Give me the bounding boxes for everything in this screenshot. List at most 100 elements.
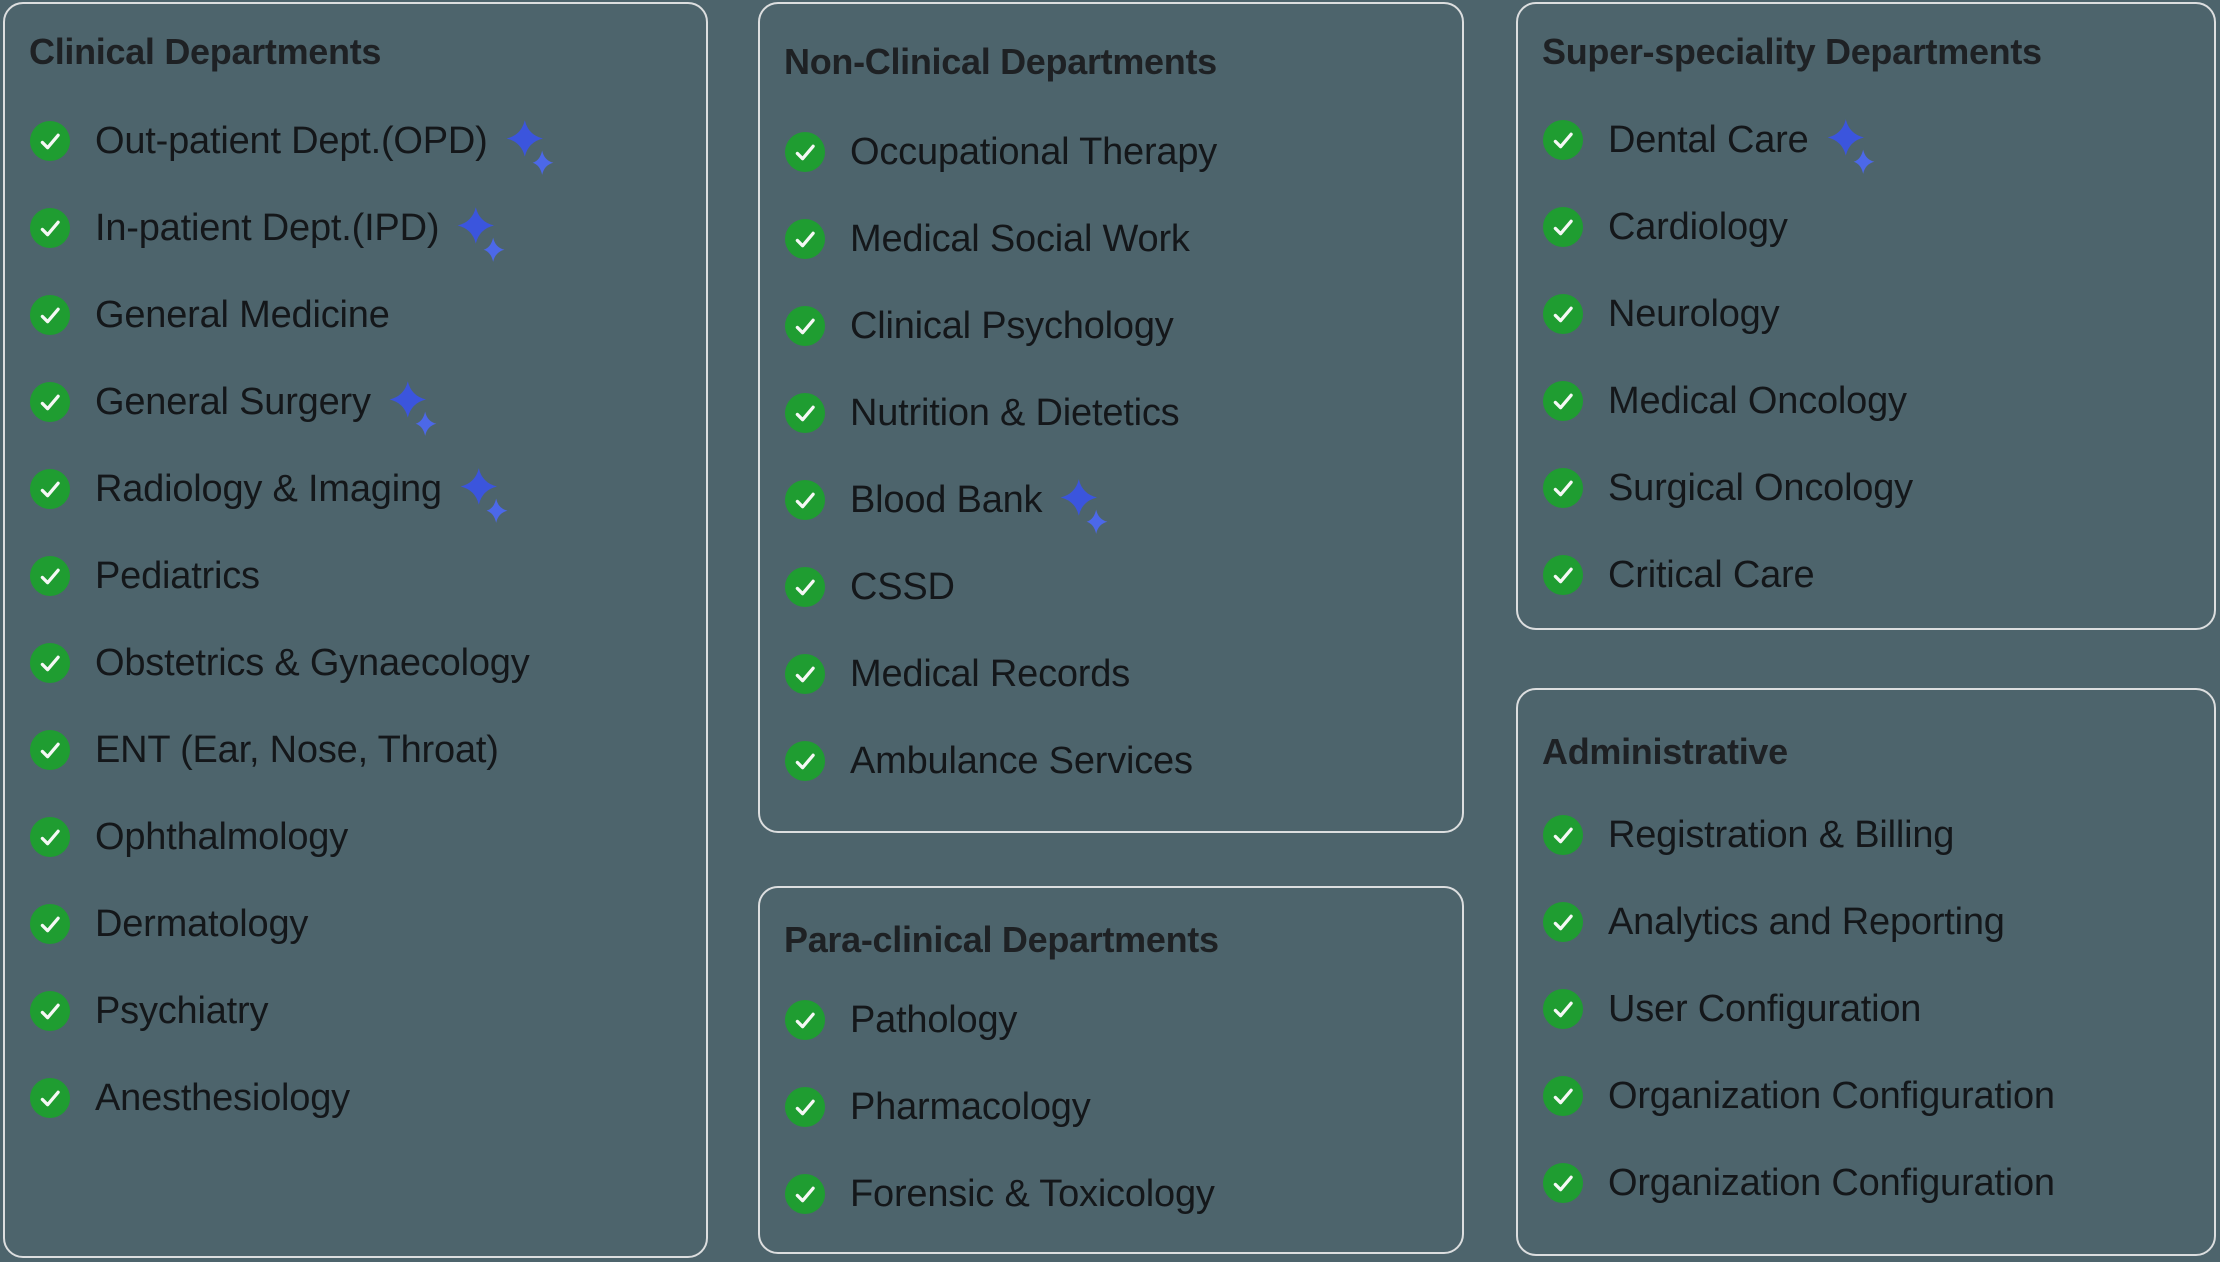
department-label: CSSD: [850, 566, 955, 608]
check-circle-icon: [784, 653, 826, 695]
department-label: Radiology & Imaging: [95, 468, 442, 510]
department-item: Ophthalmology: [29, 815, 682, 859]
department-item: Out-patient Dept.(OPD): [29, 119, 682, 175]
check-circle-icon: [784, 479, 826, 521]
department-item: General Surgery: [29, 380, 682, 436]
department-label: ENT (Ear, Nose, Throat): [95, 729, 499, 771]
department-label: Pathology: [850, 999, 1018, 1041]
department-item: Pharmacology: [784, 1085, 1438, 1129]
check-circle-icon: [784, 566, 826, 608]
card-para-clinical-departments: Para-clinical Departments Pathology Phar…: [758, 886, 1464, 1254]
check-circle-icon: [1542, 206, 1584, 248]
department-item: Pediatrics: [29, 554, 682, 598]
department-label: Occupational Therapy: [850, 131, 1218, 173]
department-item: Blood Bank: [784, 478, 1438, 534]
check-circle-icon: [29, 120, 71, 162]
department-item: Cardiology: [1542, 205, 2190, 249]
department-item: Forensic & Toxicology: [784, 1172, 1438, 1216]
department-list: Dental Care Cardiology Neurology: [1542, 118, 2190, 597]
check-circle-icon: [784, 740, 826, 782]
department-item: Anesthesiology: [29, 1076, 682, 1120]
check-circle-icon: [1542, 380, 1584, 422]
department-item: Dental Care: [1542, 118, 2190, 174]
department-item: Obstetrics & Gynaecology: [29, 641, 682, 685]
check-circle-icon: [784, 218, 826, 260]
check-circle-icon: [29, 642, 71, 684]
department-label: Ophthalmology: [95, 816, 348, 858]
check-circle-icon: [784, 999, 826, 1041]
department-item: Organization Configuration: [1542, 1161, 2190, 1205]
check-circle-icon: [29, 555, 71, 597]
check-circle-icon: [1542, 901, 1584, 943]
department-label: Out-patient Dept.(OPD): [95, 120, 488, 162]
department-list: Pathology Pharmacology Forensic & Toxico…: [784, 998, 1438, 1216]
check-circle-icon: [784, 131, 826, 173]
department-label: In-patient Dept.(IPD): [95, 207, 440, 249]
department-item: Registration & Billing: [1542, 813, 2190, 857]
department-label: Cardiology: [1608, 206, 1788, 248]
check-circle-icon: [784, 305, 826, 347]
department-label: Organization Configuration: [1608, 1075, 2055, 1117]
department-label: Obstetrics & Gynaecology: [95, 642, 530, 684]
check-circle-icon: [29, 381, 71, 423]
department-label: Neurology: [1608, 293, 1780, 335]
department-label: Psychiatry: [95, 990, 269, 1032]
check-circle-icon: [1542, 988, 1584, 1030]
department-item: Organization Configuration: [1542, 1074, 2190, 1118]
department-list: Occupational Therapy Medical Social Work…: [784, 130, 1438, 783]
department-item: Medical Records: [784, 652, 1438, 696]
department-item: General Medicine: [29, 293, 682, 337]
check-circle-icon: [29, 1077, 71, 1119]
check-circle-icon: [1542, 554, 1584, 596]
card-non-clinical-departments: Non-Clinical Departments Occupational Th…: [758, 2, 1464, 833]
department-label: Medical Records: [850, 653, 1130, 695]
department-item: In-patient Dept.(IPD): [29, 206, 682, 262]
check-circle-icon: [29, 729, 71, 771]
check-circle-icon: [784, 392, 826, 434]
department-item: ENT (Ear, Nose, Throat): [29, 728, 682, 772]
check-circle-icon: [1542, 119, 1584, 161]
department-label: Surgical Oncology: [1608, 467, 1913, 509]
check-circle-icon: [1542, 1162, 1584, 1204]
check-circle-icon: [1542, 293, 1584, 335]
card-title: Administrative: [1542, 731, 1788, 772]
check-circle-icon: [29, 990, 71, 1032]
sparkles-icon: [458, 467, 510, 525]
department-label: Forensic & Toxicology: [850, 1173, 1215, 1215]
department-item: Ambulance Services: [784, 739, 1438, 783]
department-label: Blood Bank: [850, 479, 1043, 521]
department-list: Out-patient Dept.(OPD) In-patient Dept.(…: [29, 119, 682, 1120]
department-label: Pharmacology: [850, 1086, 1091, 1128]
department-label: Dental Care: [1608, 119, 1809, 161]
department-item: Clinical Psychology: [784, 304, 1438, 348]
sparkles-icon: [504, 119, 556, 177]
department-label: General Surgery: [95, 381, 371, 423]
department-item: Critical Care: [1542, 553, 2190, 597]
department-label: Ambulance Services: [850, 740, 1193, 782]
sparkles-icon: [387, 380, 439, 438]
check-circle-icon: [1542, 1075, 1584, 1117]
department-label: Pediatrics: [95, 555, 260, 597]
card-administrative: Administrative Registration & Billing An…: [1516, 688, 2216, 1256]
card-clinical-departments: Clinical Departments Out-patient Dept.(O…: [3, 2, 708, 1258]
department-item: Medical Oncology: [1542, 379, 2190, 423]
check-circle-icon: [29, 294, 71, 336]
department-item: Dermatology: [29, 902, 682, 946]
sparkles-icon: [1058, 478, 1110, 536]
check-circle-icon: [784, 1173, 826, 1215]
card-title: Para-clinical Departments: [784, 919, 1219, 960]
check-circle-icon: [1542, 467, 1584, 509]
department-item: Analytics and Reporting: [1542, 900, 2190, 944]
sparkles-icon: [1825, 118, 1877, 176]
department-item: Surgical Oncology: [1542, 466, 2190, 510]
department-label: General Medicine: [95, 294, 390, 336]
sparkles-icon: [455, 206, 507, 264]
card-title: Super-speciality Departments: [1542, 31, 2042, 72]
card-title: Non-Clinical Departments: [784, 41, 1217, 82]
check-circle-icon: [29, 816, 71, 858]
check-circle-icon: [29, 468, 71, 510]
check-circle-icon: [1542, 814, 1584, 856]
card-title: Clinical Departments: [29, 31, 382, 72]
department-label: Medical Social Work: [850, 218, 1190, 260]
department-item: User Configuration: [1542, 987, 2190, 1031]
